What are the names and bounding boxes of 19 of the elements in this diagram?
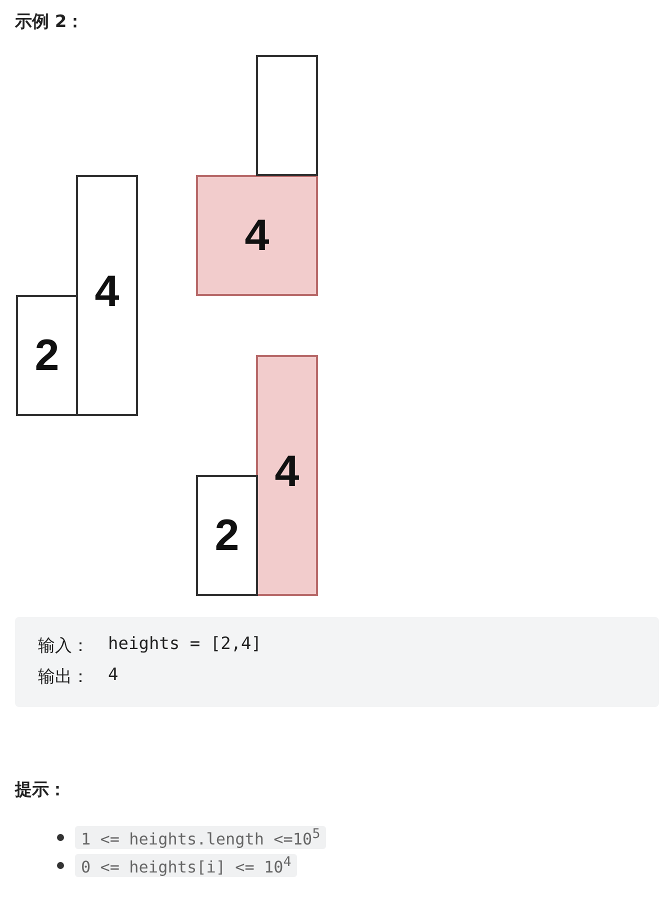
section-heading: 提示： [15, 779, 66, 801]
histogram-bar [196, 475, 258, 596]
code-text: 4 [108, 665, 118, 685]
histogram-bar [256, 355, 318, 596]
bar-value: 4 [274, 447, 300, 497]
bar-value: 4 [94, 267, 120, 317]
bar-value: 4 [244, 210, 270, 260]
input-label: 输入： [38, 635, 89, 657]
inline-code: 1 <= heights.length <=10$^{5}$ [75, 826, 326, 850]
histogram-bar [196, 175, 318, 296]
histogram-bar [16, 295, 78, 416]
empty-bar [256, 55, 318, 176]
inline-code: 0 <= heights[i] <= 10$^{4}$ [75, 854, 298, 878]
bar-value: 2 [214, 510, 240, 560]
output-label: 输出： [38, 666, 89, 688]
code-text: heights = [2,4] [108, 634, 262, 654]
bar-value: 2 [34, 330, 60, 380]
heading: 示例 2： [15, 11, 84, 33]
histogram-bar [76, 175, 138, 416]
